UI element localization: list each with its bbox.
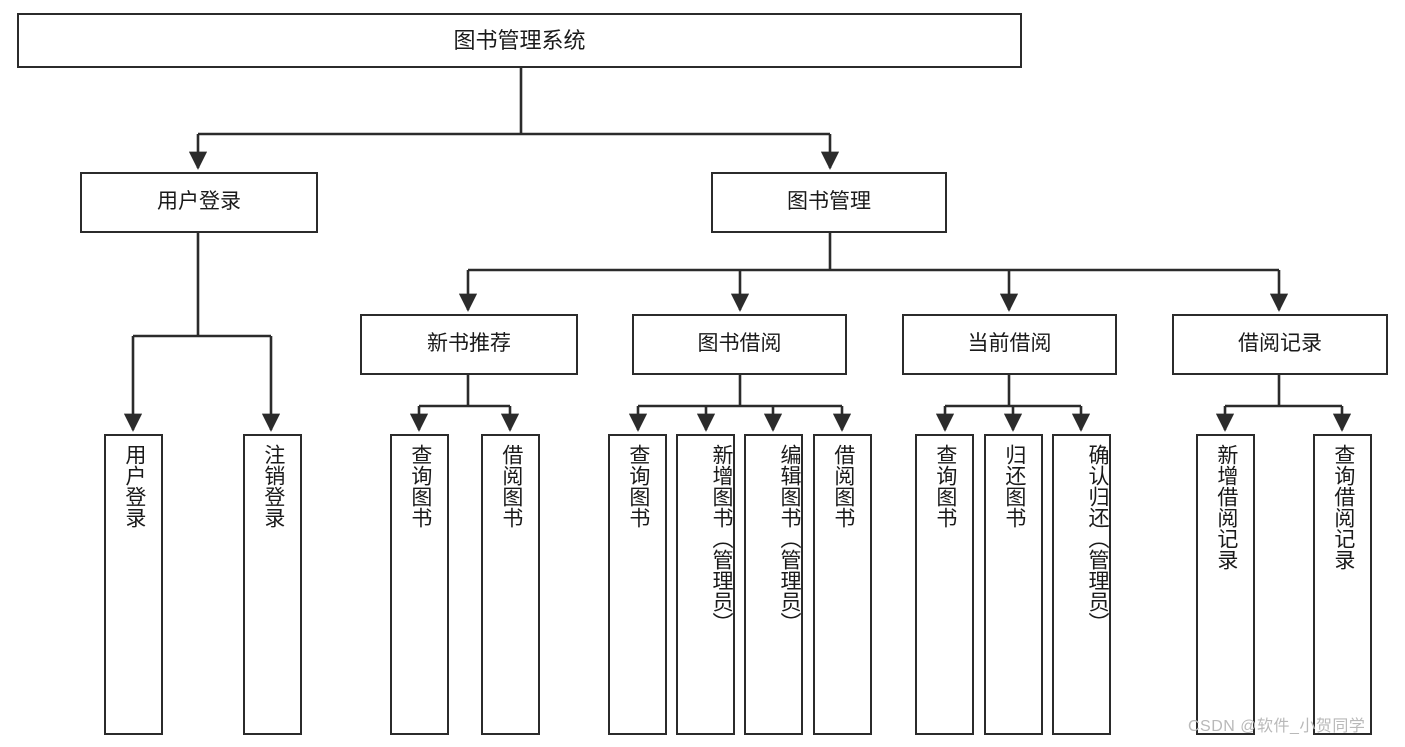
leaf-new-book-borrow[interactable]: 借阅图书 (481, 434, 540, 735)
node-user-login[interactable]: 用户登录 (80, 172, 318, 233)
leaf-borrow-borrow-book[interactable]: 借阅图书 (813, 434, 872, 735)
leaf-borrow-add-book-admin[interactable]: 新增图书（管理员） (676, 434, 735, 735)
leaf-user-login-signin[interactable]: 用户登录 (104, 434, 163, 735)
node-borrow-record[interactable]: 借阅记录 (1172, 314, 1388, 375)
node-book-management[interactable]: 图书管理 (711, 172, 947, 233)
leaf-user-login-signout[interactable]: 注销登录 (243, 434, 302, 735)
leaf-borrow-query-book[interactable]: 查询图书 (608, 434, 667, 735)
leaf-borrow-edit-book-admin[interactable]: 编辑图书（管理员） (744, 434, 803, 735)
node-book-borrow[interactable]: 图书借阅 (632, 314, 847, 375)
node-current-borrow[interactable]: 当前借阅 (902, 314, 1117, 375)
leaf-record-add-borrow-record[interactable]: 新增借阅记录 (1196, 434, 1255, 735)
watermark-label: CSDN @软件_小贺同学 (1188, 718, 1366, 735)
node-new-book-recommend[interactable]: 新书推荐 (360, 314, 578, 375)
leaf-current-return-book[interactable]: 归还图书 (984, 434, 1043, 735)
leaf-current-query-book[interactable]: 查询图书 (915, 434, 974, 735)
leaf-record-query-borrow-record[interactable]: 查询借阅记录 (1313, 434, 1372, 735)
leaf-current-confirm-return-admin[interactable]: 确认归还（管理员） (1052, 434, 1111, 735)
node-root-system[interactable]: 图书管理系统 (17, 13, 1022, 68)
leaf-new-book-query[interactable]: 查询图书 (390, 434, 449, 735)
